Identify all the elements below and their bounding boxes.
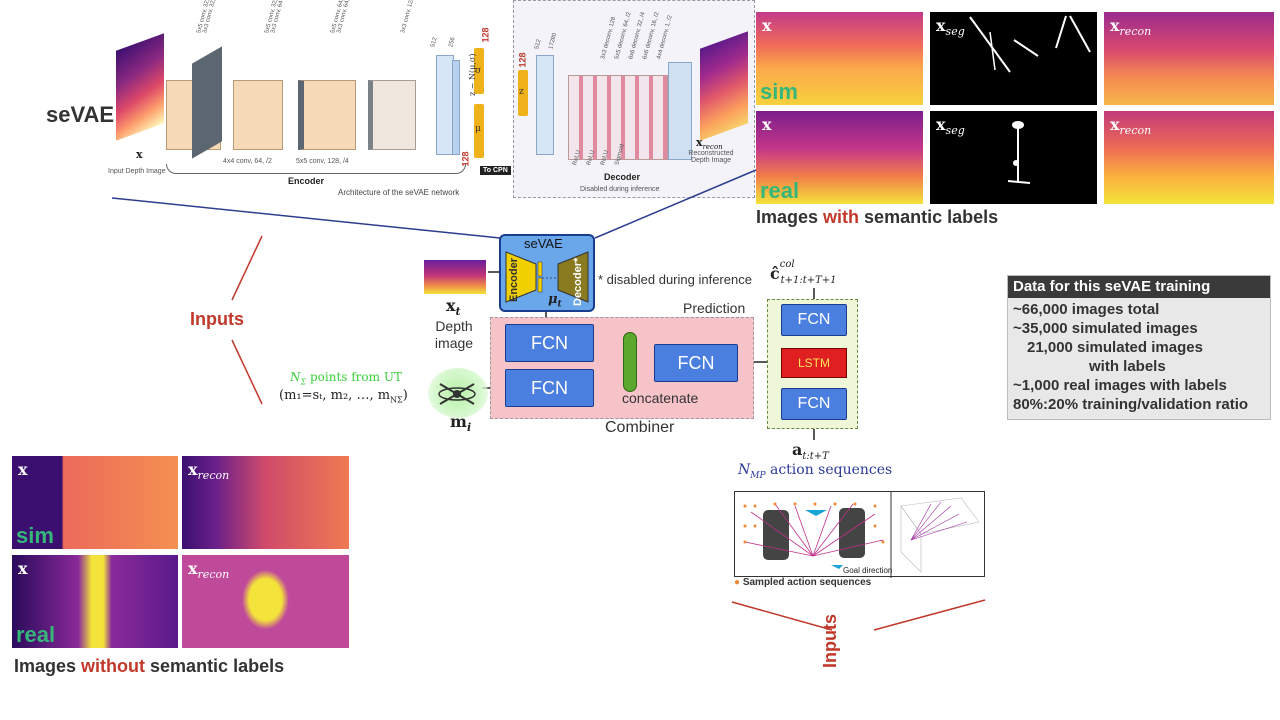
- sim-seg-tile: xseg: [930, 12, 1097, 105]
- real-seg-tile: xseg: [930, 111, 1097, 204]
- action-sequence-figure: Goal direction: [734, 491, 985, 578]
- lstm-box: LSTM: [781, 348, 847, 378]
- unlabeled-images-grid: x sim xrecon x real xrecon: [12, 456, 350, 650]
- fcn-1: FCN: [505, 324, 594, 362]
- decoder-fc-block: [536, 55, 554, 155]
- wo-sim-tag: sim: [16, 523, 54, 548]
- data-row-2: ~35,000 simulated images: [1013, 320, 1198, 337]
- real-x-label: x: [762, 115, 772, 134]
- sim-seg-label: xseg: [936, 16, 965, 39]
- labeled-images-grid: x sim xseg xrecon x real xseg xrecon: [756, 12, 1276, 206]
- to-cpn-badge: To CPN: [480, 166, 511, 175]
- sim-recon-label: xrecon: [1110, 16, 1152, 39]
- with-labels-caption: Images with semantic labels: [756, 207, 999, 227]
- inputs-bottom-label: Inputs: [820, 614, 840, 668]
- data-box: Data for this seVAE training ~66,000 ima…: [1007, 275, 1271, 420]
- decoder-label: Decoder: [604, 172, 641, 182]
- wo-real-x-label: x: [18, 559, 28, 578]
- concatenate-bar: [623, 332, 637, 392]
- wo-real-tag: real: [16, 622, 56, 647]
- sim-recon-tile: xrecon: [1104, 12, 1274, 105]
- architecture-diagram: x Input Depth Image 128 128 σ μ z ~ N(μ,…: [108, 0, 758, 200]
- decoder-deconv-block: [568, 75, 668, 160]
- decoder-last-block: [668, 62, 692, 160]
- real-seg-label: xseg: [936, 115, 965, 138]
- recon-label: xrecon: [696, 136, 723, 152]
- wo-sim-depth-tile: x sim: [12, 456, 178, 549]
- real-depth-tile: x real: [756, 111, 923, 204]
- encoder-label: Encoder: [288, 176, 325, 186]
- encoder-block-2: [233, 80, 283, 150]
- latent-mu: [474, 104, 484, 158]
- data-row-3: 21,000 simulated images: [1027, 339, 1203, 356]
- combiner-label: Combiner: [605, 419, 675, 436]
- sim-x-label: x: [762, 16, 772, 35]
- without-labels-caption: Images without semantic labels: [14, 656, 285, 676]
- x-t-label: xt: [446, 296, 461, 319]
- points-formula: (m₁=sₜ, m₂, …, mNΣ): [279, 388, 408, 405]
- sevae-label: seVAE: [46, 102, 115, 127]
- wo-sim-x-label: x: [18, 460, 28, 479]
- z-symbol: z: [519, 87, 524, 97]
- mu-t-label: μt: [548, 292, 562, 310]
- inputs-left-label: Inputs: [190, 309, 244, 329]
- bottom-note-2: 5x5 conv, 128, /4: [296, 158, 349, 165]
- encoder-block-4: [368, 80, 416, 150]
- data-box-title: Data for this seVAE training: [1008, 276, 1270, 298]
- m-i-label: mi: [450, 412, 472, 435]
- disabled-note: * disabled during inference: [598, 272, 752, 287]
- data-row-1: ~66,000 images total: [1013, 301, 1160, 318]
- data-row-6: 80%:20% training/validation ratio: [1013, 396, 1249, 413]
- arch-caption: Architecture of the seVAE network: [338, 188, 460, 197]
- encoder-block-3: [298, 80, 356, 150]
- bottom-note-1: 4x4 conv, 64, /2: [223, 158, 272, 165]
- sevae-box-title: seVAE: [524, 236, 563, 251]
- nmp-label: NMP action sequences: [738, 462, 893, 481]
- mu-symbol: μ: [475, 124, 481, 134]
- wo-sim-recon-tile: xrecon: [182, 456, 349, 549]
- decoder-latent: [518, 70, 528, 116]
- fcn-3: FCN: [654, 344, 738, 382]
- sevae-shapes: [505, 251, 589, 303]
- data-row-5: ~1,000 real images with labels: [1013, 377, 1227, 394]
- sampled-legend: ● Sampled action sequences: [734, 577, 872, 588]
- data-row-4: with labels: [1089, 358, 1166, 375]
- a-label: at:t+T: [792, 440, 829, 463]
- encoder-fc-block-2: [452, 60, 460, 155]
- real-recon-tile: xrecon: [1104, 111, 1274, 204]
- wo-real-recon-label: xrecon: [188, 559, 230, 582]
- recon-caption: Reconstructed Depth Image: [688, 150, 734, 164]
- fcn-2: FCN: [505, 369, 594, 407]
- sigma-symbol: σ: [475, 66, 482, 76]
- decoder-note: Disabled during inference: [580, 186, 660, 193]
- depth-image-caption: Depth image: [434, 318, 474, 351]
- input-caption: Input Depth Image: [108, 168, 166, 175]
- wo-sim-recon-label: xrecon: [188, 460, 230, 483]
- prediction-label: Prediction: [683, 300, 746, 316]
- wo-real-depth-tile: x real: [12, 555, 178, 648]
- wo-real-recon-tile: xrecon: [182, 555, 349, 648]
- encoder-shape-label: Encoder: [508, 257, 520, 302]
- goal-direction-label: Goal direction: [843, 566, 893, 575]
- fcn-top: FCN: [781, 304, 847, 336]
- decoder-shape-label: Decoder*: [572, 257, 584, 306]
- drone-icon: [438, 383, 476, 405]
- fcn-bottom: FCN: [781, 388, 847, 420]
- real-tag: real: [760, 178, 800, 203]
- sim-depth-tile: x sim: [756, 12, 923, 105]
- real-recon-label: xrecon: [1110, 115, 1152, 138]
- depth-input-thumb: [424, 260, 486, 294]
- latent-sigma: [474, 48, 484, 94]
- concatenate-label: concatenate: [622, 390, 699, 406]
- input-x-label: x: [136, 148, 143, 161]
- sim-tag: sim: [760, 79, 798, 104]
- points-title: NΣ points from UT: [290, 370, 402, 387]
- c-hat-label: ĉcolt+1:t+T+1: [770, 258, 837, 287]
